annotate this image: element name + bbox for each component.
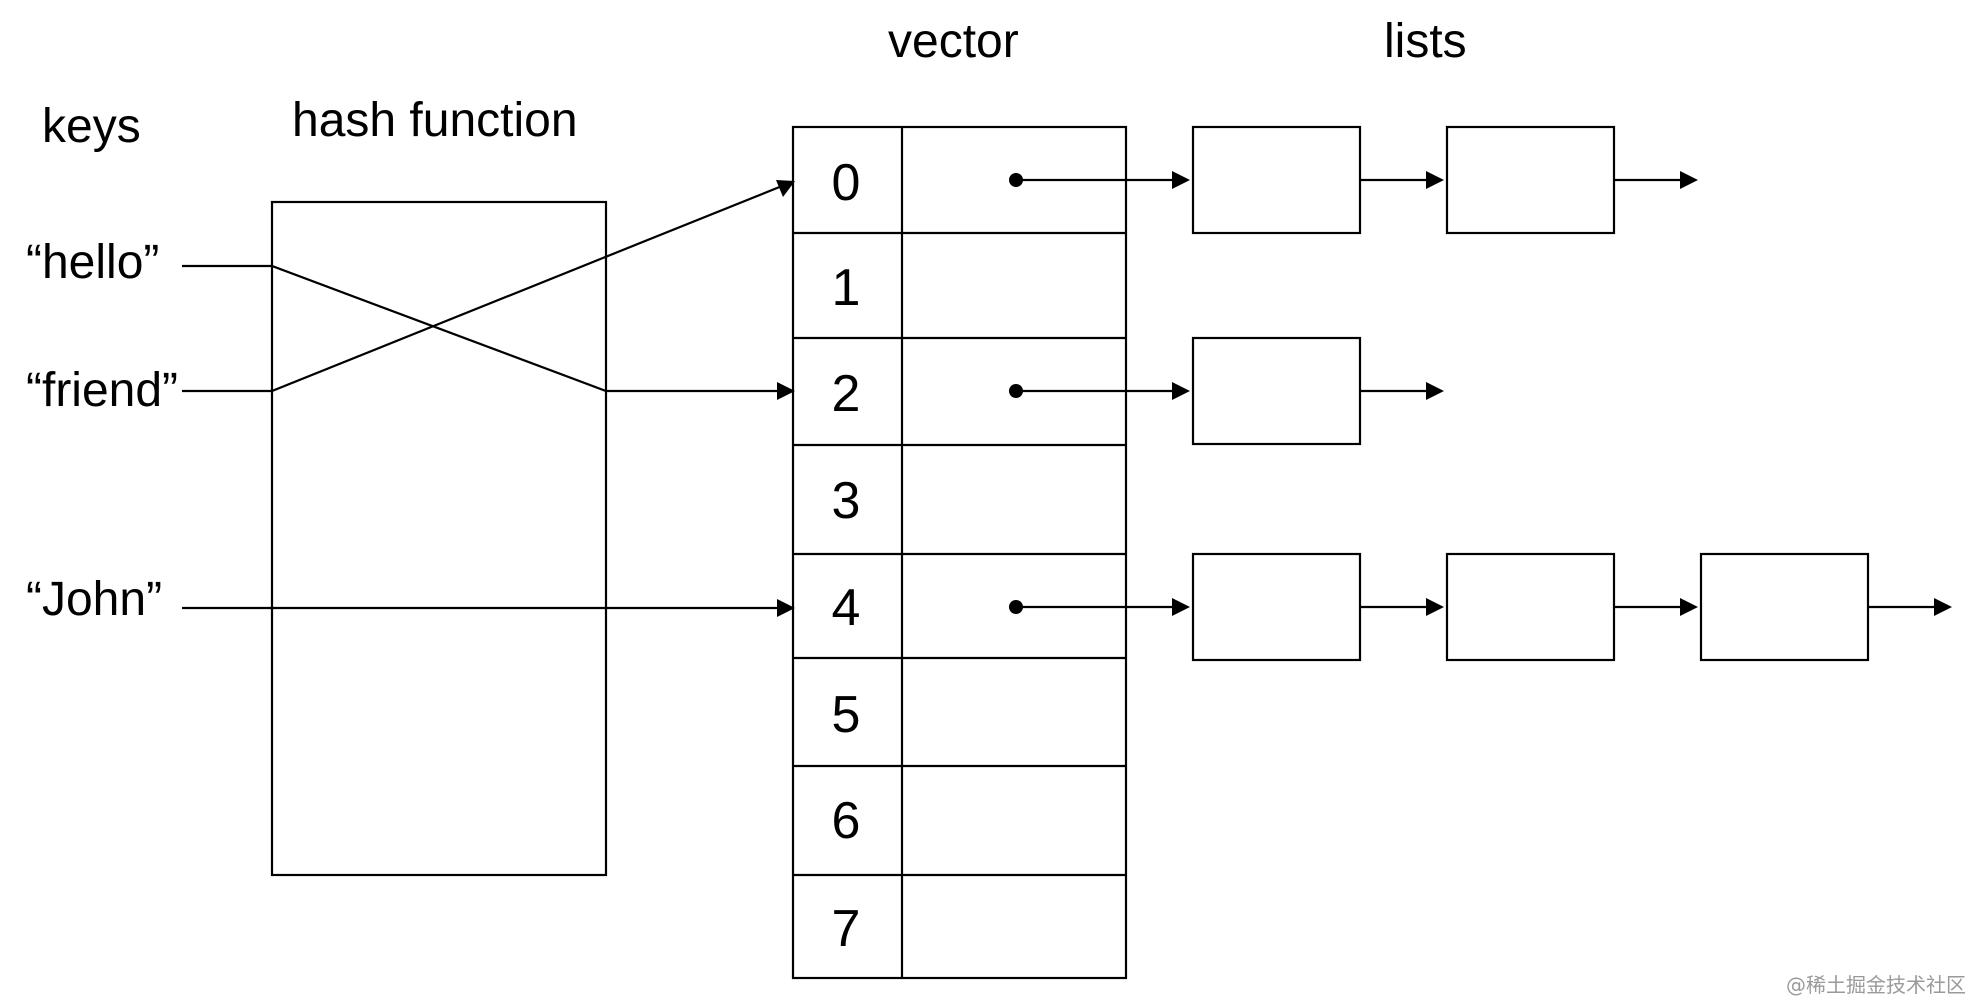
link-arrowhead <box>1426 598 1444 616</box>
pointer-arrowhead <box>1172 382 1190 400</box>
bucket-index-5: 5 <box>832 686 861 744</box>
key-mapping-lines <box>182 180 795 617</box>
list-node <box>1445 552 1616 662</box>
bucket-index-4: 4 <box>832 579 861 637</box>
heading-hash-function: hash function <box>292 94 578 147</box>
key-friend: “friend” <box>26 364 178 417</box>
bucket-index-7: 7 <box>832 900 861 958</box>
mapping-john-arrowhead <box>777 599 795 617</box>
chain-bucket-0 <box>1009 125 1698 235</box>
mapping-hello-arrowhead <box>777 382 795 400</box>
list-node <box>1699 552 1870 662</box>
list-node <box>1191 552 1362 662</box>
heading-keys: keys <box>42 100 141 153</box>
link-arrowhead <box>1426 171 1444 189</box>
bucket-index-0: 0 <box>832 154 861 212</box>
watermark-text: @稀土掘金技术社区 <box>1786 973 1966 997</box>
mapping-hello-line <box>182 264 780 393</box>
hash-function-box <box>270 200 608 877</box>
bucket-index-6: 6 <box>832 792 861 850</box>
link-arrowhead <box>1680 598 1698 616</box>
chain-bucket-4 <box>1009 552 1952 662</box>
link-arrowhead <box>1426 382 1444 400</box>
list-node <box>1445 125 1616 235</box>
list-node <box>1191 336 1362 446</box>
vector-table: 0 1 2 3 4 5 6 7 <box>791 125 1128 980</box>
link-arrowhead <box>1680 171 1698 189</box>
bucket-index-1: 1 <box>832 259 861 317</box>
vector-outline <box>791 125 1128 980</box>
pointer-arrowhead <box>1172 171 1190 189</box>
heading-vector: vector <box>888 15 1019 68</box>
mapping-friend-arrowhead <box>776 180 795 197</box>
bucket-index-2: 2 <box>832 365 861 423</box>
key-john: “John” <box>26 573 162 626</box>
heading-lists: lists <box>1384 15 1467 68</box>
key-hello: “hello” <box>26 236 159 289</box>
chain-bucket-2 <box>1009 336 1444 446</box>
list-node <box>1191 125 1362 235</box>
bucket-index-3: 3 <box>832 472 861 530</box>
mapping-friend-line <box>182 184 783 393</box>
link-arrowhead <box>1934 598 1952 616</box>
pointer-arrowhead <box>1172 598 1190 616</box>
